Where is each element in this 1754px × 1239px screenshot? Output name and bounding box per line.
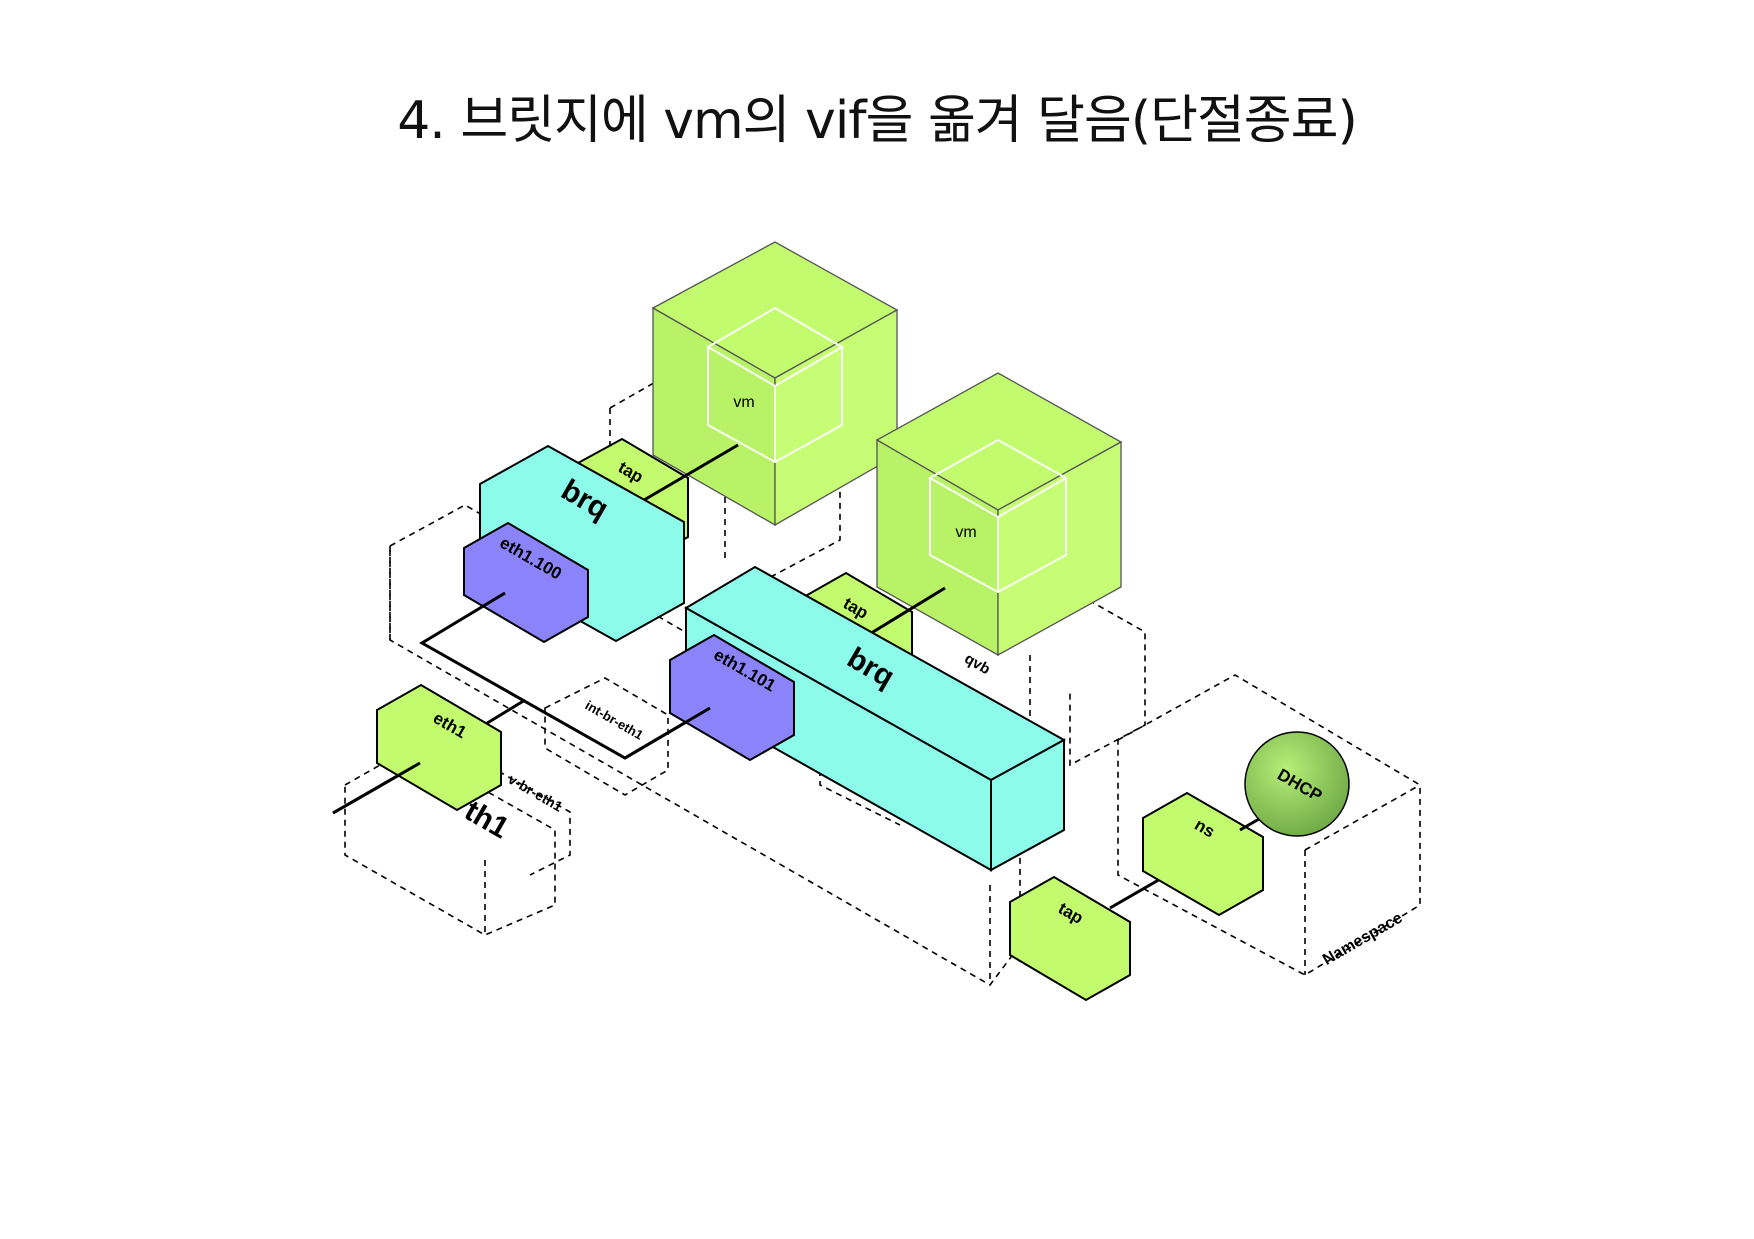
- dashed-outline-brq2-base: [819, 770, 901, 826]
- eth1-101-interface[interactable]: eth1.101: [624, 633, 795, 762]
- vm-2-label: vm: [955, 524, 976, 541]
- dashed-outline-namespace: [1117, 674, 1421, 976]
- vm-cube-1[interactable]: vm: [651, 241, 899, 527]
- dhcp-server[interactable]: DHCP: [1244, 731, 1350, 837]
- vm-1-label: vm: [733, 394, 754, 411]
- dashed-outline-int-br: [544, 677, 669, 796]
- namespace-label: Namespace: [1320, 909, 1406, 968]
- tap-3[interactable]: tap: [1009, 875, 1131, 1002]
- dashed-outline-phy-br: [344, 747, 571, 936]
- vm-cube-2[interactable]: vm: [875, 372, 1123, 657]
- qvb-label: qvb: [961, 650, 993, 678]
- int-br-label: int-br-eth1: [583, 698, 646, 743]
- phy-br-label: v-br-eth1: [506, 771, 566, 815]
- dashed-outline-large: [389, 504, 1021, 987]
- eth1-100-interface[interactable]: eth1.100: [463, 521, 589, 644]
- eth1-interface[interactable]: eth1: [332, 683, 502, 815]
- page-title: 4. 브릿지에 vm의 vif을 옮겨 달음(단절종료): [397, 91, 1358, 151]
